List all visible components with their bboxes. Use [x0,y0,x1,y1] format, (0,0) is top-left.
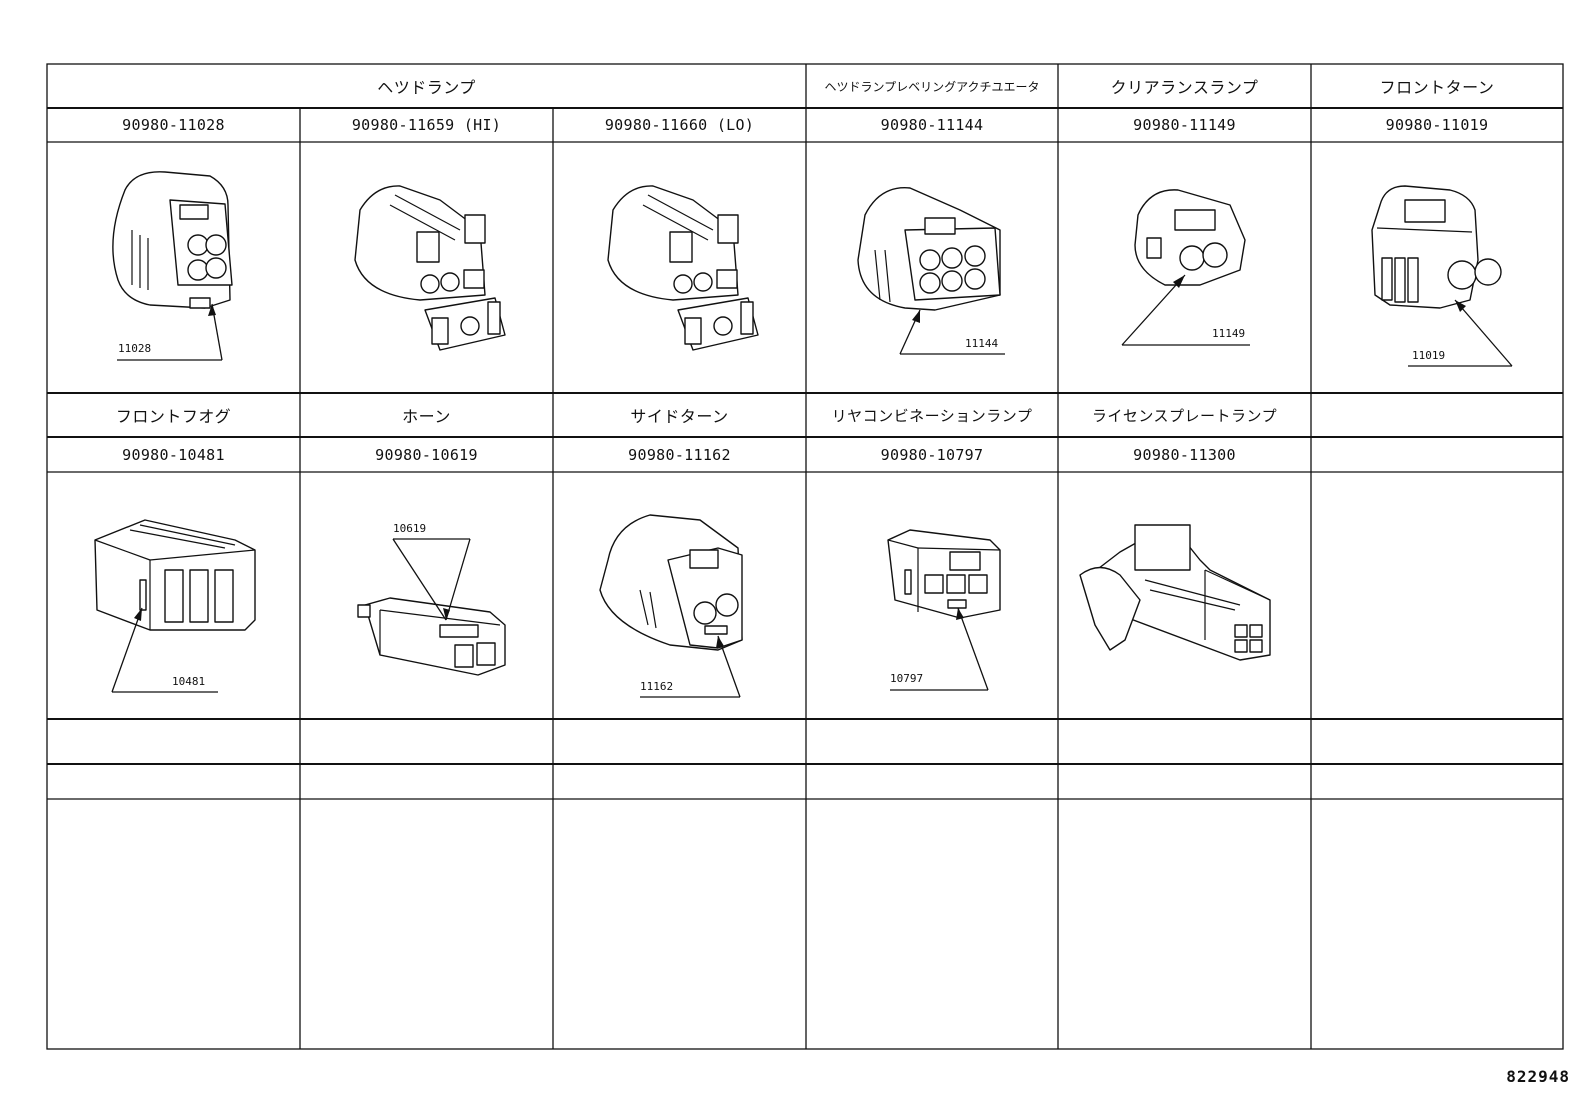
callout-label: 11019 [1412,349,1446,362]
callout-label: 10797 [890,672,924,685]
part-code: 90980-10481 [122,445,225,464]
group-header-side-turn: サイドターン [630,407,729,426]
part-code: 90980-11660 (LO) [604,116,755,134]
connector-drawing-11162 [599,514,743,698]
group-header-clearance-lamp: クリアランスランプ [1110,78,1259,97]
leader-arrow [1121,274,1186,346]
connector-drawing-11019 [1371,185,1513,367]
part-code: 90980-11019 [1385,116,1489,134]
connector-drawing-10619 [357,538,506,676]
part-code: 90980-10619 [375,445,478,464]
connector-drawing-10481 [94,519,256,693]
group-header-front-turn: フロントターン [1379,78,1495,97]
leader-arrow [111,607,143,693]
connector-drawing-11144 [857,187,1005,355]
part-code: 90980-11028 [122,116,225,134]
part-code: 90980-11162 [628,445,731,464]
callout-label: 10481 [172,675,206,688]
callout-label: 11144 [965,337,999,350]
table-border [46,63,1564,1050]
group-header-headlamp-leveling-actuator: ヘツドランプレベリングアクチユエータ [824,79,1040,94]
group-header-horn: ホーン [402,407,451,426]
figure-number: 822948 [1506,1067,1570,1086]
callout-label: 11149 [1212,327,1246,340]
connector-drawing-11660 [607,185,759,351]
part-code: 90980-10797 [880,445,984,464]
group-header-rear-combination-lamp: リヤコンビネーションランプ [831,406,1033,425]
connector-drawing-11149 [1121,189,1250,346]
callout-label: 11162 [640,680,674,693]
connector-drawing-11300 [1079,524,1271,661]
group-header-license-plate-lamp: ライセンスプレートランプ [1091,406,1278,425]
group-header-headlamp: ヘツドランプ [377,78,476,97]
part-code: 90980-11144 [880,116,984,134]
connector-drawing-11028 [112,171,233,361]
leader-arrow [445,538,471,621]
callout-label: 10619 [393,522,427,535]
leader-arrow [392,538,447,621]
callout-label: 11028 [118,342,152,355]
connector-drawing-10797 [887,529,1001,691]
part-code: 90980-11300 [1133,445,1236,464]
leader-arrow [1454,299,1513,367]
group-header-front-fog: フロントフオグ [115,407,232,426]
part-code: 90980-11149 [1133,116,1236,134]
leader-arrow [957,607,989,691]
connector-drawing-11659 [354,185,506,351]
part-code: 90980-11659 (HI) [351,116,502,134]
